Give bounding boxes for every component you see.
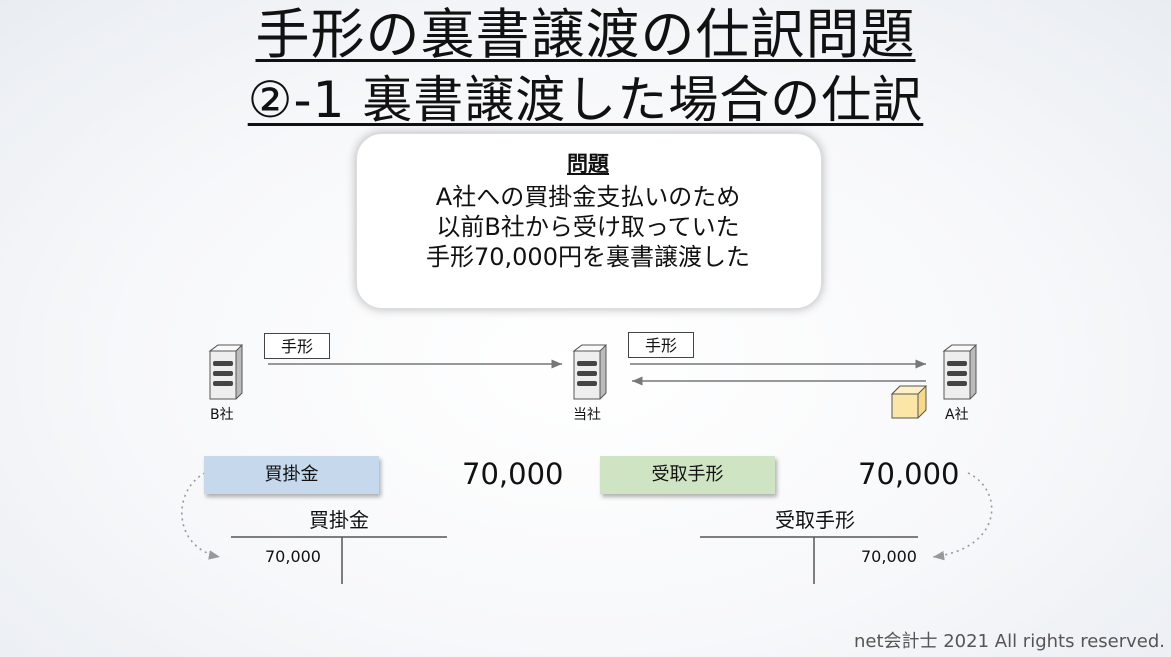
ledger-right-title: 受取手形 xyxy=(775,508,855,532)
goods-box-icon xyxy=(890,385,928,419)
node-label-us: 当社 xyxy=(573,407,601,423)
ledger-right-credit-value: 70,000 xyxy=(861,547,917,566)
copyright-footer: net会計士 2021 All rights reserved. xyxy=(853,631,1165,652)
problem-line-2: 以前B社から受け取っていた xyxy=(436,213,740,241)
credit-amount: 70,000 xyxy=(858,457,960,491)
dotted-arrow-right xyxy=(932,472,993,561)
problem-box xyxy=(356,133,822,309)
ledger-left-title: 買掛金 xyxy=(309,508,369,532)
problem-line-3: 手形70,000円を裏書譲渡した xyxy=(426,243,750,271)
server-icon-b xyxy=(208,344,244,400)
problem-line-1: A社への買掛金支払いのため xyxy=(435,183,741,211)
debit-amount: 70,000 xyxy=(462,457,564,491)
credit-account-box: 受取手形 xyxy=(600,456,775,494)
problem-heading: 問題 xyxy=(567,152,609,176)
dotted-arrow-left xyxy=(181,472,221,560)
server-icon-a xyxy=(942,344,978,400)
server-icon-us xyxy=(572,344,608,400)
node-label-b: B社 xyxy=(210,407,234,423)
tag-note-right: 手形 xyxy=(628,332,694,358)
page-subtitle: ②-1 裏書譲渡した場合の仕訳 xyxy=(247,71,924,129)
debit-account-box: 買掛金 xyxy=(204,456,379,494)
page-title: 手形の裏書譲渡の仕訳問題 xyxy=(255,3,916,66)
node-label-a: A社 xyxy=(945,407,969,423)
tag-note-left: 手形 xyxy=(264,333,330,359)
ledger-left-debit-value: 70,000 xyxy=(265,547,321,566)
